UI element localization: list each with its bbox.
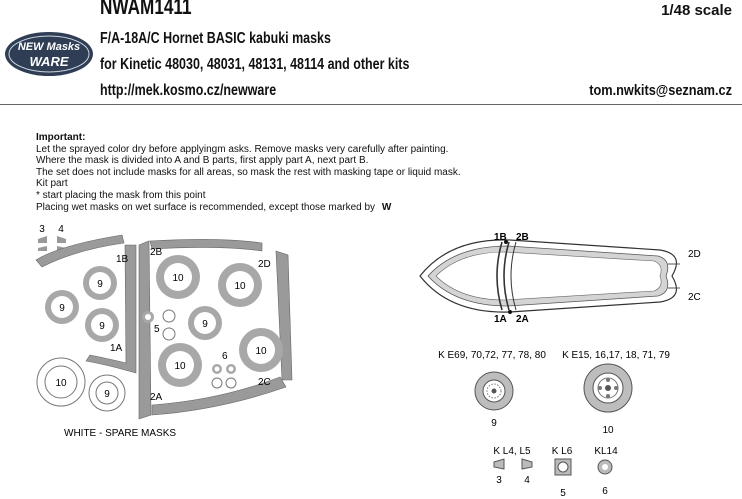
wheel-mask-10b: 10 — [218, 263, 262, 307]
label-2c: 2C — [258, 377, 271, 388]
part-number-6: 6 — [602, 486, 608, 497]
instruction-line-text: Placing wet masks on wet surface is reco… — [36, 201, 376, 213]
svg-text:9: 9 — [59, 303, 65, 314]
svg-text:10: 10 — [172, 273, 184, 284]
svg-text:10: 10 — [174, 361, 186, 372]
label-2b: 2B — [150, 247, 163, 258]
wheel-number-9: 9 — [491, 418, 497, 429]
windscreen-divider-3 — [510, 241, 517, 311]
canopy-label-1a: 1A — [494, 314, 507, 325]
product-code: NWAM1411 — [100, 0, 192, 19]
mask-part-6c — [211, 377, 223, 389]
mask-part-2c-bottom — [151, 376, 287, 416]
wheel-number-10: 10 — [602, 425, 614, 436]
wheel-mask-10d: 10 — [239, 328, 283, 372]
wheel-mask-10c: 10 — [158, 343, 202, 387]
instruction-line: Kit part — [36, 178, 68, 190]
wheels-section: K E69, 70,72, 77, 78, 80 K E15, 16,17, 1… — [438, 350, 670, 499]
wheel-diagram-9 — [474, 371, 514, 411]
mask-part-2a — [138, 240, 152, 420]
wheel-kit-parts-right: K E15, 16,17, 18, 71, 79 — [562, 350, 670, 361]
label-1a: 1A — [110, 343, 123, 354]
mask-part-1a-lower — [85, 244, 137, 374]
canopy-glass — [435, 251, 662, 301]
windscreen-divider-2 — [503, 241, 510, 311]
part-4-shape — [521, 458, 533, 470]
part-number-3: 3 — [496, 475, 502, 486]
canopy-label-2c: 2C — [688, 292, 701, 303]
mask-part-5b — [162, 309, 176, 323]
label-3: 3 — [39, 224, 45, 235]
wheel-mask-9d: 9 — [188, 306, 222, 340]
svg-text:9: 9 — [202, 319, 208, 330]
label-2a: 2A — [150, 392, 163, 403]
canopy-label-2b: 2B — [516, 232, 529, 243]
mask-part-3b — [38, 246, 47, 251]
instruction-line: Placing wet masks on wet surface is reco… — [36, 202, 461, 214]
wheel-mask-10a: 10 — [156, 255, 200, 299]
part-number-5: 5 — [560, 488, 566, 499]
wheel-diagram-10 — [583, 363, 633, 413]
label-6: 6 — [222, 351, 228, 362]
start-point-icon — [508, 310, 512, 314]
windscreen-divider-1 — [496, 241, 503, 311]
svg-text:10: 10 — [234, 281, 246, 292]
instruction-line: The set does not include masks for all a… — [36, 166, 461, 178]
canopy-label-2a: 2A — [516, 314, 529, 325]
wheel-mask-9c: 9 — [85, 308, 119, 342]
canopy-diagram: 1B 2B 2D 2C 1A 2A — [419, 232, 701, 325]
instruction-line: Where the mask is divided into A and B p… — [36, 155, 369, 167]
spare-mask-10: 10 — [36, 357, 86, 407]
svg-text:9: 9 — [99, 321, 105, 332]
wheel-kit-parts-left: K E69, 70,72, 77, 78, 80 — [438, 350, 546, 361]
label-2d: 2D — [258, 259, 271, 270]
scale-label: 1/48 scale — [661, 2, 732, 19]
instructions-heading: Important: — [36, 132, 86, 143]
instructions-block: Important: Let the sprayed color dry bef… — [36, 132, 461, 213]
website-url[interactable]: http://mek.kosmo.cz/newware — [100, 82, 277, 99]
kit-compatibility: for Kinetic 48030, 48031, 48131, 48114 a… — [100, 56, 410, 73]
kit-part-kl6: K L6 — [552, 446, 573, 457]
logo-line1: NEW Masks — [18, 41, 80, 53]
mask-part-5c — [162, 327, 176, 341]
wet-marker-icon: W — [381, 201, 392, 213]
header-divider — [0, 104, 742, 105]
spare-masks-caption: WHITE - SPARE MASKS — [64, 428, 176, 439]
svg-text:10: 10 — [255, 346, 267, 357]
kit-part-kl14: KL14 — [594, 446, 618, 457]
start-point-icon — [504, 240, 508, 244]
instruction-line: * start placing the mask from this point — [36, 189, 206, 201]
spare-mask-9: 9 — [88, 374, 126, 412]
kit-part-kl4-kl5: K L4, L5 — [493, 446, 531, 457]
mask-part-6d — [225, 377, 237, 389]
product-title: F/A-18A/C Hornet BASIC kabuki masks — [100, 30, 331, 47]
canopy-label-1b: 1B — [494, 232, 507, 243]
mask-part-3 — [38, 236, 47, 243]
instruction-line: Let the sprayed color dry before applyin… — [36, 143, 449, 155]
mask-sheet: 3 4 1B 1A 2B 2D 2A 2C 9 9 9 10 10 9 10 — [35, 224, 293, 439]
canopy-label-2d: 2D — [688, 249, 701, 260]
part-3-shape — [493, 458, 505, 470]
newware-logo: NEW Masks WARE — [5, 32, 93, 76]
mask-part-2b-top — [149, 239, 263, 252]
wheel-mask-9a: 9 — [83, 266, 117, 300]
svg-text:9: 9 — [104, 389, 110, 400]
mask-part-1b-upper — [35, 234, 125, 268]
svg-text:10: 10 — [55, 378, 67, 389]
svg-text:9: 9 — [97, 279, 103, 290]
logo-line2: WARE — [30, 54, 69, 69]
label-4: 4 — [58, 224, 64, 235]
mask-part-2d — [275, 250, 293, 381]
wheel-mask-9b: 9 — [45, 290, 79, 324]
label-5: 5 — [154, 324, 160, 335]
mask-part-4 — [57, 236, 66, 243]
part-number-4: 4 — [524, 475, 530, 486]
contact-email[interactable]: tom.nwkits@seznam.cz — [589, 82, 732, 99]
label-1b: 1B — [116, 254, 129, 265]
